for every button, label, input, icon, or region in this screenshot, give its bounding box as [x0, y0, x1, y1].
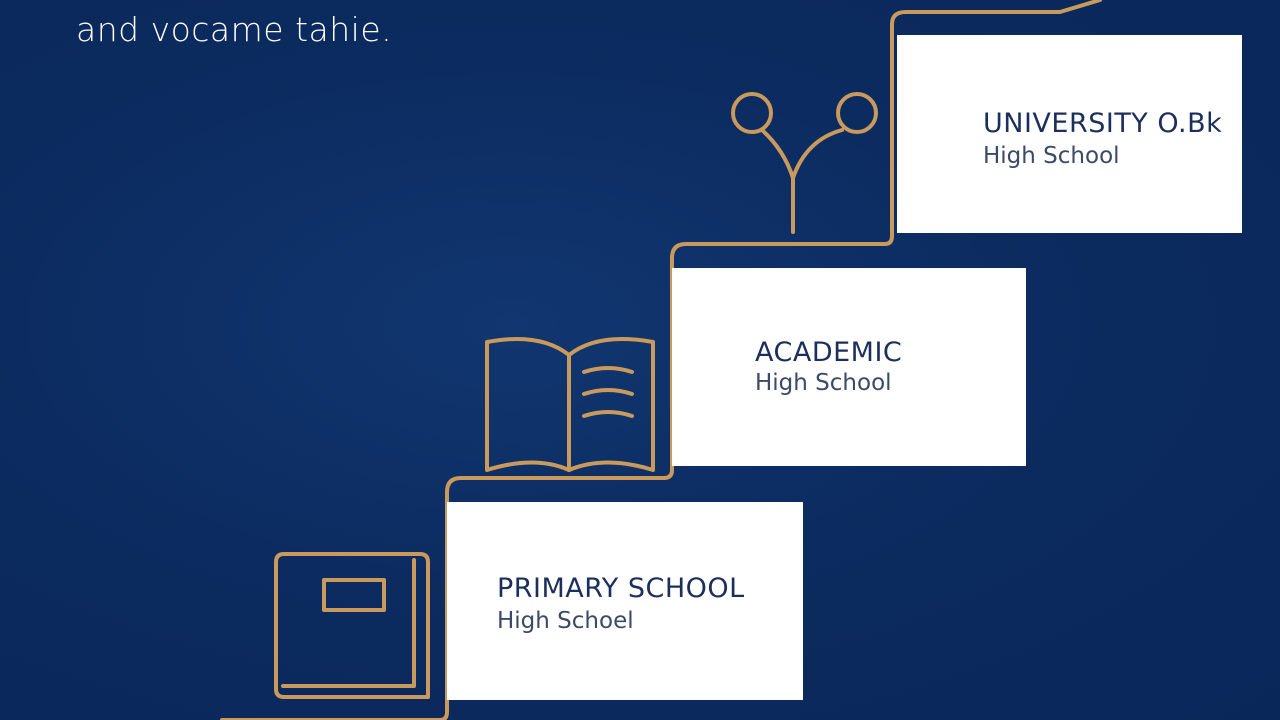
step-card-university: UNIVERSITY O.Bk High School	[897, 35, 1242, 233]
caption-text: and vocame tahie.	[76, 10, 393, 49]
step-card-primary-school: PRIMARY SCHOOL High Schoel	[447, 502, 803, 700]
step-subtitle: High Schoel	[497, 608, 634, 634]
closed-book-icon	[274, 552, 430, 699]
step-title: PRIMARY SCHOOL	[497, 573, 745, 604]
step-card-academic: ACADEMIC High School	[672, 268, 1026, 466]
step-subtitle: High School	[983, 143, 1120, 169]
step-title: UNIVERSITY O.Bk	[983, 108, 1223, 139]
step-subtitle: High School	[755, 370, 892, 396]
open-book-icon	[485, 336, 655, 472]
step-title: ACADEMIC	[755, 337, 903, 368]
graduation-branch-icon	[731, 92, 878, 234]
